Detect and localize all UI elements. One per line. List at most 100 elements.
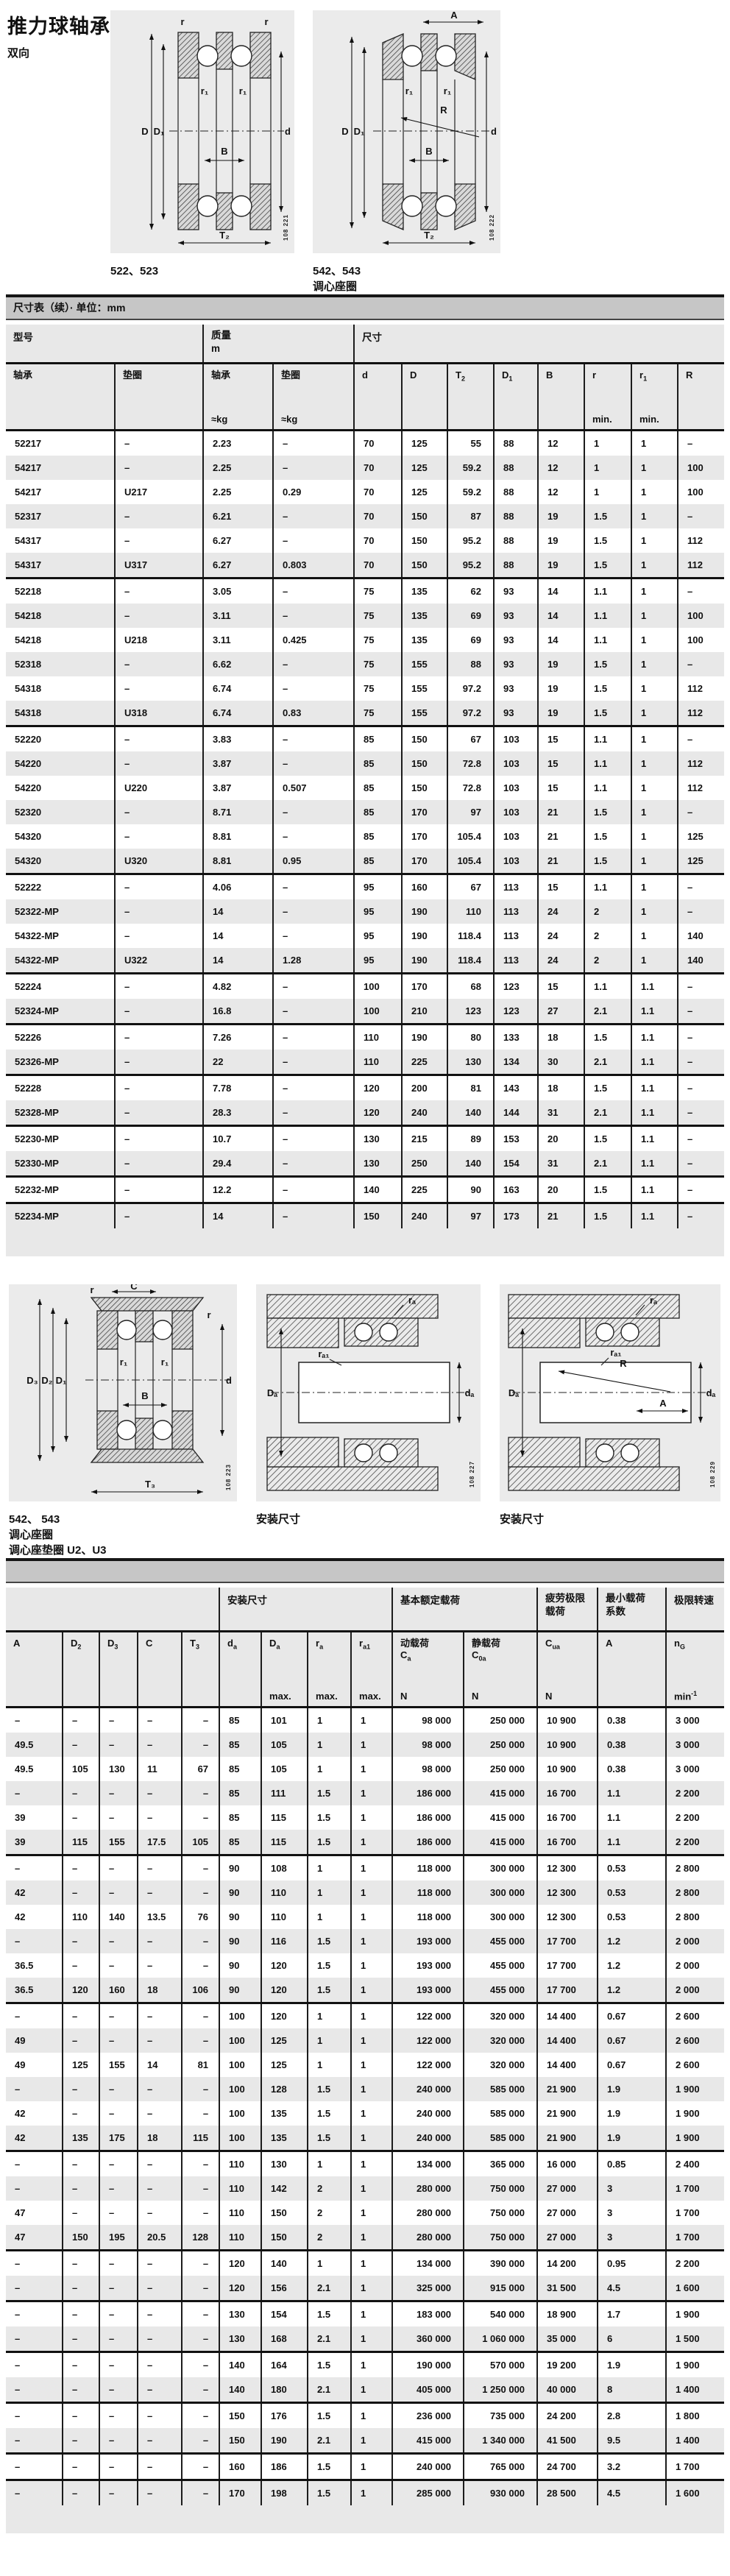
table-cell: 570 000	[463, 2351, 538, 2377]
table-cell: 115	[180, 2126, 220, 2151]
table-cell: 2.1	[307, 2428, 352, 2454]
table-cell: –	[114, 1049, 203, 1075]
dim-label-r: r	[180, 16, 184, 27]
table-cell: –	[62, 2028, 99, 2053]
table-cell: 2.1	[307, 2276, 352, 2301]
table-cell: 143	[493, 1073, 538, 1100]
bearing-cross-section-522-523-diagram: r r r₁ r₁ D D₁ B d T₂ 108 221	[110, 10, 294, 253]
table-tail-band	[6, 2505, 725, 2533]
table-cell: 750 000	[463, 2176, 538, 2201]
table-cell: 67	[447, 872, 494, 899]
table-cell: 88	[447, 651, 494, 676]
figure-542-543-seat-washers: C r r r₁ r₁ D₃ D₂ D₁ B d T₃ 108 223 542、…	[9, 1281, 237, 1558]
table-cell: 16 700	[536, 1805, 598, 1830]
table-cell: 95	[353, 923, 402, 948]
table-cell: 16 700	[536, 1781, 598, 1805]
table-cell: 16.8	[202, 998, 273, 1024]
table-cell: 103	[493, 724, 538, 751]
table-cell: –	[272, 430, 354, 456]
table2-caption-bar	[6, 1557, 724, 1583]
table-cell: 52228	[6, 1073, 115, 1100]
table-cell: 112	[677, 528, 724, 553]
table-cell: 110	[353, 1022, 402, 1050]
table-cell: 135	[401, 627, 447, 652]
table-cell: 105	[261, 1733, 308, 1757]
table-cell: 12	[537, 430, 584, 456]
table-cell: 90	[219, 1953, 262, 1978]
table-cell: 134 000	[391, 2249, 464, 2276]
table-cell: 1.5	[307, 1929, 352, 1953]
table-cell: 2.1	[307, 2377, 352, 2403]
table-cell: 95.2	[447, 552, 494, 578]
table-cell: 12 300	[536, 1854, 598, 1880]
table-cell: –	[677, 430, 724, 456]
column-header-bearing: 轴承	[6, 363, 115, 431]
figure-mounting-1: rₐ rₐ₁ Dₐ dₐ 108 227 安装尺寸	[256, 1284, 481, 1527]
dim-label-ra1: rₐ₁	[318, 1348, 329, 1359]
table-cell: 1	[307, 2249, 352, 2276]
table-cell: 2 200	[665, 1805, 725, 1830]
table-cell: 156	[261, 2276, 308, 2301]
table-cell: 186	[261, 2452, 308, 2480]
dim-label-Da: Dₐ	[508, 1387, 519, 1398]
table-cell: 154	[261, 2300, 308, 2326]
table-cell: 150	[62, 2225, 99, 2251]
table-cell: 88	[493, 552, 538, 578]
table-cell: 0.38	[597, 1707, 667, 1733]
table-cell: 39	[6, 1805, 63, 1830]
table-cell: 93	[493, 603, 538, 628]
table-cell: 160	[219, 2452, 262, 2480]
table-cell: 123	[493, 972, 538, 999]
table-cell: –	[62, 2276, 99, 2301]
table-cell: 150	[401, 775, 447, 800]
column-header-bearing-mass: 轴承≈kg	[202, 363, 273, 431]
table-cell: 150	[401, 724, 447, 751]
table-cell: 1	[350, 2377, 393, 2403]
table-cell: 52220	[6, 724, 115, 751]
figure-caption-line: 调心座垫圈 U2、U3	[9, 1543, 107, 1557]
table-cell: 42	[6, 2126, 63, 2151]
table-cell: 1.5	[584, 676, 631, 701]
table-cell: 2	[584, 899, 631, 924]
table-cell: –	[272, 1201, 354, 1228]
table-cell: 19	[537, 503, 584, 528]
table-cell: 2.25	[202, 455, 273, 480]
table-cell: 210	[401, 998, 447, 1024]
table-cell: 31	[537, 1100, 584, 1125]
table-cell: 93	[493, 700, 538, 726]
table-cell: –	[272, 972, 354, 999]
table-cell: 14 400	[536, 2028, 598, 2053]
table-cell: 93	[493, 576, 538, 604]
table-cell: 6.74	[202, 676, 273, 701]
table-cell: 21	[537, 848, 584, 874]
dim-label-A: A	[450, 10, 458, 21]
table-cell: 12 300	[536, 1880, 598, 1905]
table-cell: 0.85	[597, 2150, 667, 2176]
table-cell: 18	[137, 2126, 182, 2151]
table-cell: 100	[353, 972, 402, 999]
table-cell: 186 000	[391, 1805, 464, 1830]
table-cell: 128	[180, 2225, 220, 2251]
table-cell: –	[137, 2176, 182, 2201]
table-cell: 6.74	[202, 700, 273, 726]
table-cell: 1	[350, 2028, 393, 2053]
table-cell: 17 700	[536, 1978, 598, 2003]
table-cell: 1 900	[665, 2101, 725, 2126]
table-cell: 0.67	[597, 2053, 667, 2077]
table-cell: –	[6, 2150, 63, 2176]
table-cell: 14	[137, 2053, 182, 2077]
table1-caption-bar: 尺寸表（续）· 单位：mm	[6, 294, 724, 320]
table-cell: –	[62, 2479, 99, 2505]
table-cell: 1.1	[631, 1073, 678, 1100]
table-cell: –	[180, 1929, 220, 1953]
table-cell: 110	[261, 1880, 308, 1905]
table-cell: –	[180, 2077, 220, 2101]
table-cell: 750 000	[463, 2225, 538, 2251]
table-cell: 70	[353, 552, 402, 578]
table-cell: 215	[401, 1124, 447, 1151]
table-cell: –	[99, 2452, 138, 2480]
